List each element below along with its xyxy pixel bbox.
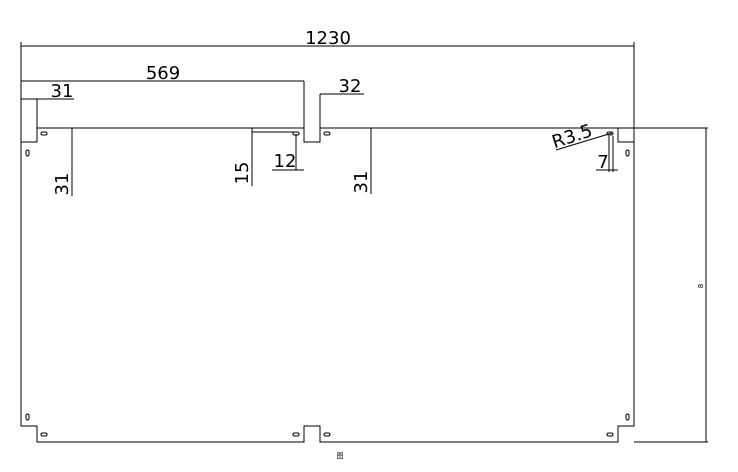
slot-bottom-mid-right	[323, 432, 331, 437]
dim-31-top-label: 31	[51, 81, 74, 102]
dim-7-label: 7	[597, 152, 608, 173]
slot-bottom-right-vertical	[625, 413, 630, 421]
dim-r35-leader	[555, 132, 613, 151]
panel-outline	[20, 127, 635, 443]
drawing-caption: 图	[337, 452, 344, 460]
slot-bottom-left-vertical	[25, 413, 30, 421]
dim-31-right-label: 31	[351, 171, 372, 194]
dim-32-label: 32	[339, 76, 362, 97]
dim-31-left-label: 31	[52, 173, 73, 196]
slot-top-mid-right	[323, 131, 331, 136]
slot-bottom-left-horizontal	[40, 432, 48, 437]
slot-top-right-horizontal	[606, 131, 614, 136]
slot-top-left-vertical	[25, 149, 30, 157]
slot-bottom-mid-left	[292, 432, 300, 437]
slot-bottom-right-horizontal	[606, 432, 614, 437]
dim-12-label: 12	[274, 151, 297, 172]
slot-top-right-vertical	[625, 149, 630, 157]
slot-top-left-horizontal	[40, 131, 48, 136]
dim-569-label: 569	[146, 63, 180, 84]
dim-height-label: 8	[697, 284, 705, 288]
dim-15-label: 15	[232, 162, 253, 185]
dim-r35-label: R3.5	[549, 120, 595, 153]
dim-1230-label: 1230	[305, 28, 351, 49]
